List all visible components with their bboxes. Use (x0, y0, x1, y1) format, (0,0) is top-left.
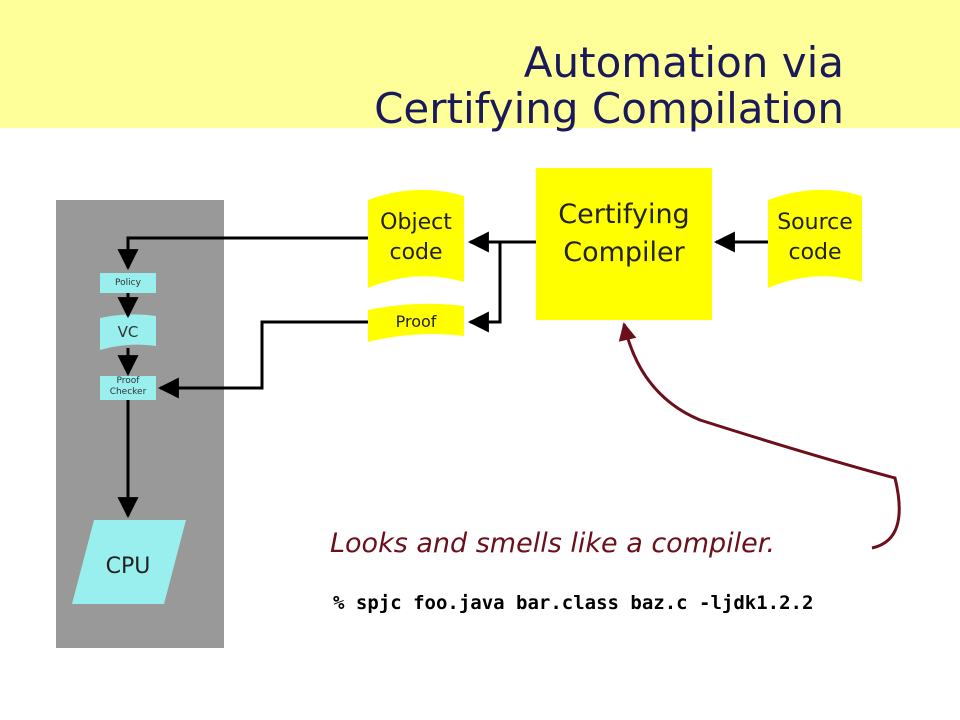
proof-label: Proof (395, 312, 437, 331)
source-label-line2: code (788, 240, 842, 265)
compiler-label-line2: Compiler (563, 237, 685, 268)
slide-title-line1: Automation via (523, 38, 844, 87)
certifying-compiler-label: Certifying Compiler (536, 196, 712, 272)
slide-title-line2: Certifying Compilation (374, 84, 844, 133)
compiler-label-line1: Certifying (558, 199, 690, 230)
command-line-example: % spjc foo.java bar.class baz.c -ljdk1.2… (333, 592, 814, 614)
source-code-label: Source code (768, 208, 862, 268)
arrow-proof-to-checker (157, 320, 368, 399)
object-label-line2: code (389, 240, 443, 265)
checker-label-line1: Proof (116, 376, 140, 386)
vc-document (100, 314, 156, 350)
object-code-document (368, 189, 464, 288)
policy-label: Policy (115, 278, 141, 288)
slide-title: Automation via Certifying Compilation (374, 40, 844, 132)
cpu-shape (72, 520, 186, 604)
object-label-line1: Object (380, 210, 452, 235)
policy-box (100, 273, 156, 293)
object-code-label: Object code (368, 208, 464, 268)
source-label-line1: Source (777, 210, 853, 235)
vc-label: VC (117, 323, 139, 341)
cpu-label: CPU (105, 554, 151, 579)
proof-document (368, 303, 464, 342)
checker-label-line2: Checker (109, 387, 147, 397)
source-code-document (768, 189, 862, 288)
arrow-object-to-policy (117, 236, 368, 271)
proof-checker-box (100, 376, 156, 400)
certifying-compiler-box (536, 168, 712, 320)
proof-checker-label: Proof Checker (100, 376, 156, 398)
title-band (0, 0, 960, 128)
curved-arrow-to-compiler (618, 322, 901, 550)
arrow-compiler-to-proof (467, 242, 502, 333)
compiler-caption: Looks and smells like a compiler. (330, 528, 775, 559)
